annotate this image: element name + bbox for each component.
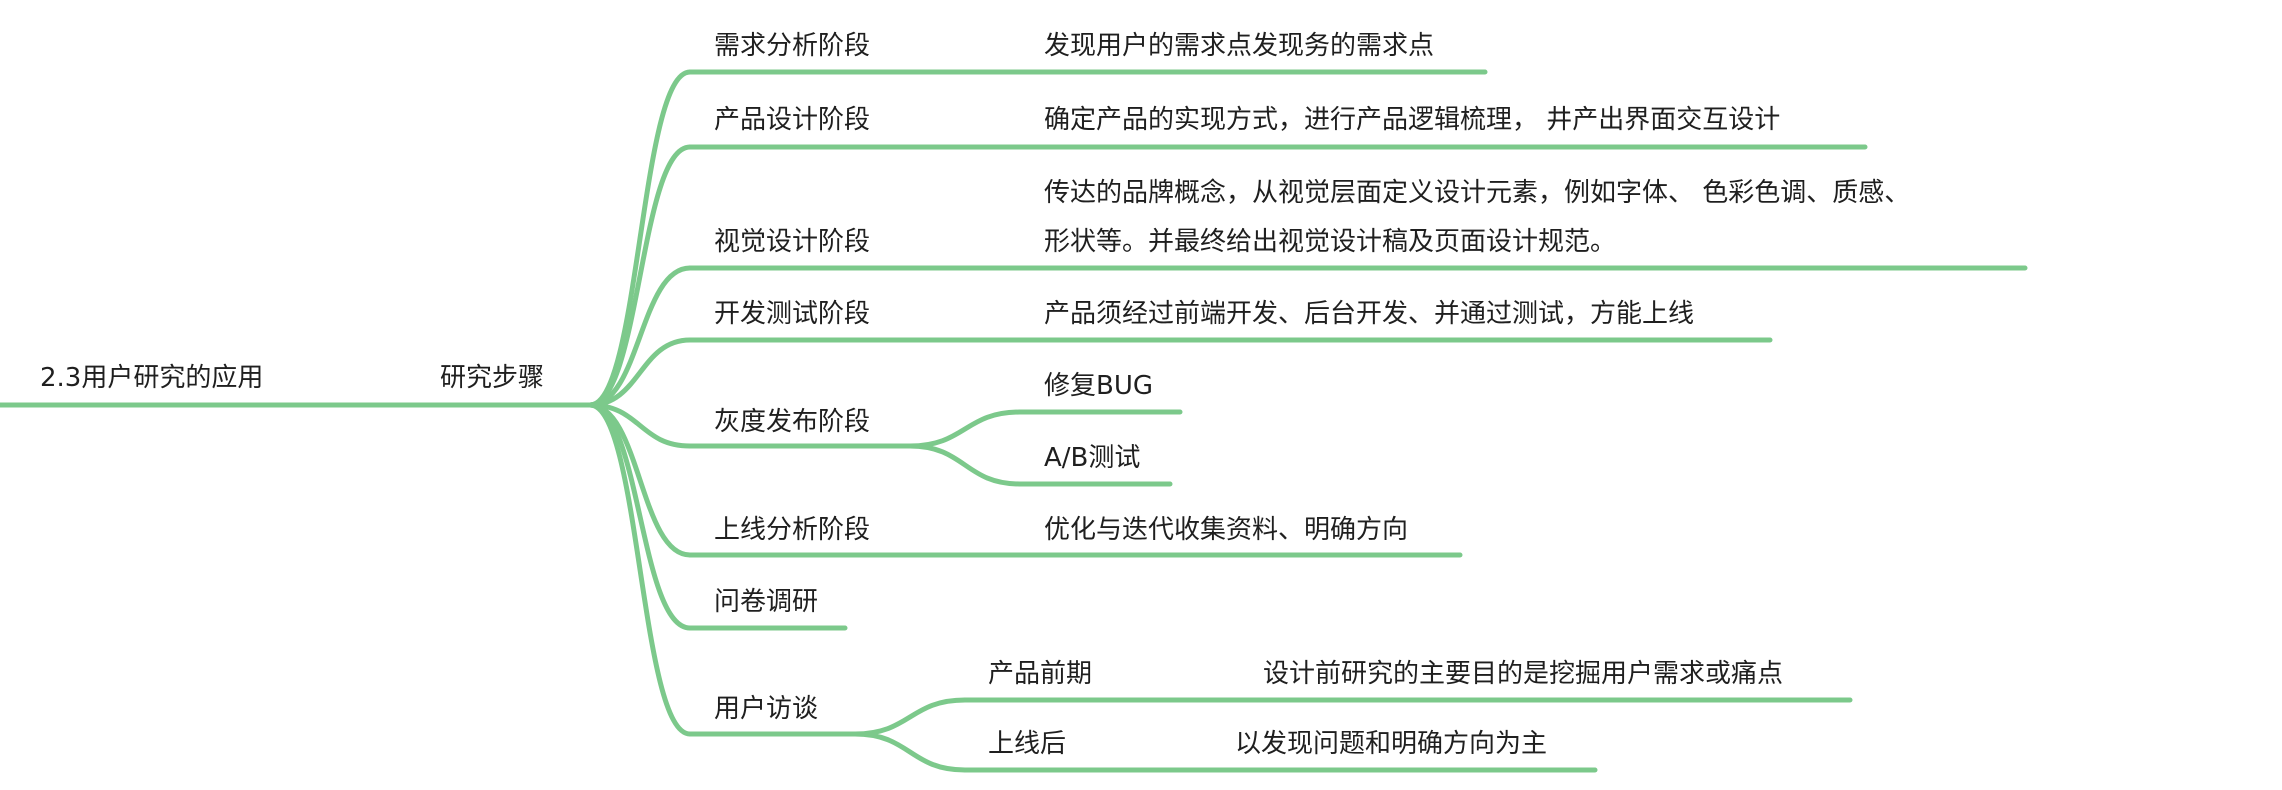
subitem-bugfix: 修复BUG	[1044, 371, 1154, 401]
connector-hub-visual	[587, 265, 693, 408]
detail-product-design: 确定产品的实现方式，进行产品逻辑梳理， 井产出界面交互设计	[1044, 105, 1781, 135]
branch-gray-release: 灰度发布阶段	[714, 407, 871, 437]
branch-dev-test: 开发测试阶段	[714, 299, 871, 329]
connector-hub-needs	[587, 69, 693, 408]
connector-hub-gray	[587, 402, 693, 449]
detail-visual-design-line2: 形状等。并最终给出视觉设计稿及页面设计规范。	[1044, 227, 1617, 257]
detail-needs-analysis: 发现用户的需求点发现务的需求点	[1044, 31, 1435, 61]
detail-product-early: 设计前研究的主要目的是挖掘用户需求或痛点	[1263, 659, 1784, 689]
branch-visual-design: 视觉设计阶段	[714, 227, 871, 257]
detail-after-launch: 以发现问题和明确方向为主	[1235, 729, 1548, 759]
branch-user-interview: 用户访谈	[714, 694, 819, 724]
connector-hub-interview	[587, 402, 693, 737]
detail-online-analysis: 优化与迭代收集资料、明确方向	[1044, 515, 1409, 545]
branch-needs-analysis: 需求分析阶段	[714, 31, 871, 61]
connector-gray-bugfix	[907, 409, 1023, 449]
detail-dev-test: 产品须经过前端开发、后台开发、并通过测试，方能上线	[1044, 299, 1695, 329]
subitem-after-launch: 上线后	[988, 729, 1067, 759]
branch-online-analysis: 上线分析阶段	[714, 515, 871, 545]
branch-survey: 问卷调研	[714, 587, 819, 617]
subitem-abtest: A/B测试	[1044, 443, 1141, 473]
detail-visual-design-line1: 传达的品牌概念，从视觉层面定义设计元素，例如字体、 色彩色调、质感、	[1044, 178, 1911, 208]
connector-hub-product	[587, 144, 693, 408]
connector-interview-afterlaunch	[852, 731, 968, 773]
connector-interview-early	[852, 697, 968, 737]
connector-hub-devtest	[587, 337, 693, 408]
root-node: 2.3用户研究的应用	[40, 363, 264, 393]
connector-hub-survey	[587, 402, 693, 631]
connector-gray-abtest	[907, 443, 1023, 487]
branch-product-design: 产品设计阶段	[714, 105, 871, 135]
subitem-product-early: 产品前期	[988, 659, 1093, 689]
hub-node: 研究步骤	[440, 363, 545, 393]
